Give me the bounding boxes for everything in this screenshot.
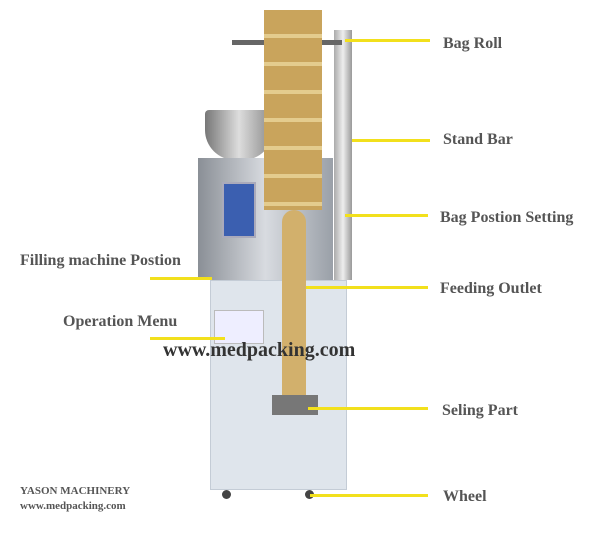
label-filling-machine-position: Filling machine Postion [20,252,181,269]
label-sealing-part: Seling Part [442,402,518,419]
watermark: www.medpacking.com [163,339,356,361]
label-bag-roll: Bag Roll [443,35,503,52]
label-bag-position-setting: Bag Postion Setting [440,209,574,226]
filling-machine-leader [150,277,212,280]
brand-name: YASON MACHINERY [20,485,131,497]
bag-position-leader [345,214,428,217]
brand-url: www.medpacking.com [20,500,126,512]
stand-bar-shape [334,30,352,280]
weighing-display [222,182,256,238]
label-stand-bar: Stand Bar [443,131,513,148]
operation-menu-leader [150,337,225,340]
feeding-outlet-leader [306,286,428,289]
hopper-bowl [205,110,273,160]
label-wheel: Wheel [443,488,487,505]
film-roll [264,10,322,210]
wheel-leader [310,494,428,497]
sealing-part-leader [308,407,428,410]
label-feeding-outlet: Feeding Outlet [440,280,542,297]
wheel-right [305,490,314,499]
wheel-left [222,490,231,499]
label-operation-menu: Operation Menu [63,313,178,330]
bag-roll-leader [345,39,430,42]
film-tube [282,210,306,410]
sealing-jaws [272,395,318,415]
stand-bar-leader [352,139,430,142]
